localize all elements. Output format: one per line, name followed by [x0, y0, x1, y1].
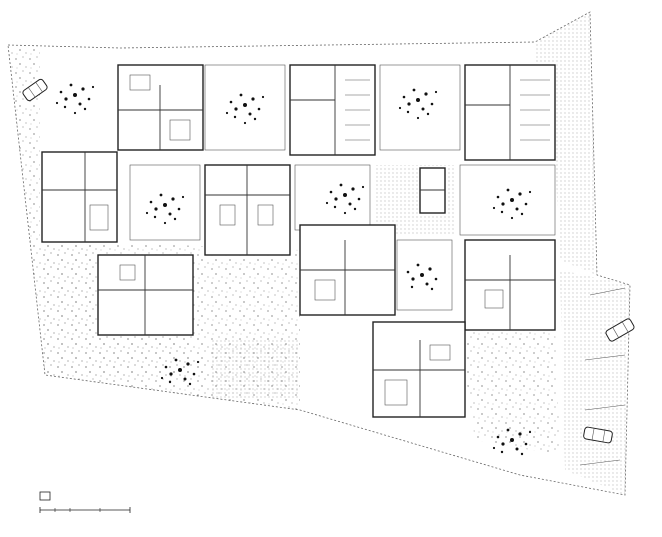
- building-low-left: [97, 254, 194, 336]
- building-mid-left: [41, 151, 118, 243]
- courtyard-mid-1: [129, 164, 201, 241]
- parking-lines: [579, 287, 626, 466]
- right-speckled-ground: [460, 330, 560, 455]
- car-icon: [22, 78, 48, 102]
- tree-icon: [325, 183, 365, 215]
- scale-bar: [39, 491, 131, 513]
- building-top-1: [117, 64, 204, 151]
- tree-icon: [225, 93, 265, 125]
- building-low-right: [464, 239, 556, 331]
- building-bottom: [372, 321, 466, 418]
- tree-icon: [492, 428, 532, 456]
- courtyard-top-1: [204, 64, 286, 151]
- courtyard-mid-3: [459, 164, 556, 236]
- building-mid-center: [204, 164, 291, 256]
- tree-icon: [160, 358, 200, 386]
- parking-area: [560, 270, 630, 495]
- courtyard-mid-2: [294, 164, 371, 231]
- courtyard-low-1: [396, 239, 453, 311]
- courtyard-top-2: [379, 64, 461, 151]
- plaza-paving: [210, 340, 300, 400]
- tree-icon: [145, 193, 185, 225]
- tree-icon: [406, 263, 438, 291]
- building-mid-kiosk: [419, 167, 446, 214]
- building-top-2: [289, 64, 376, 156]
- building-top-3: [464, 64, 556, 161]
- tree-icon: [398, 88, 438, 120]
- tree-icon: [492, 188, 532, 220]
- tree-icon: [55, 83, 95, 115]
- site-boundary: [7, 11, 631, 496]
- building-low-center: [299, 224, 396, 316]
- car-icon: [583, 426, 613, 444]
- car-icon: [605, 318, 635, 342]
